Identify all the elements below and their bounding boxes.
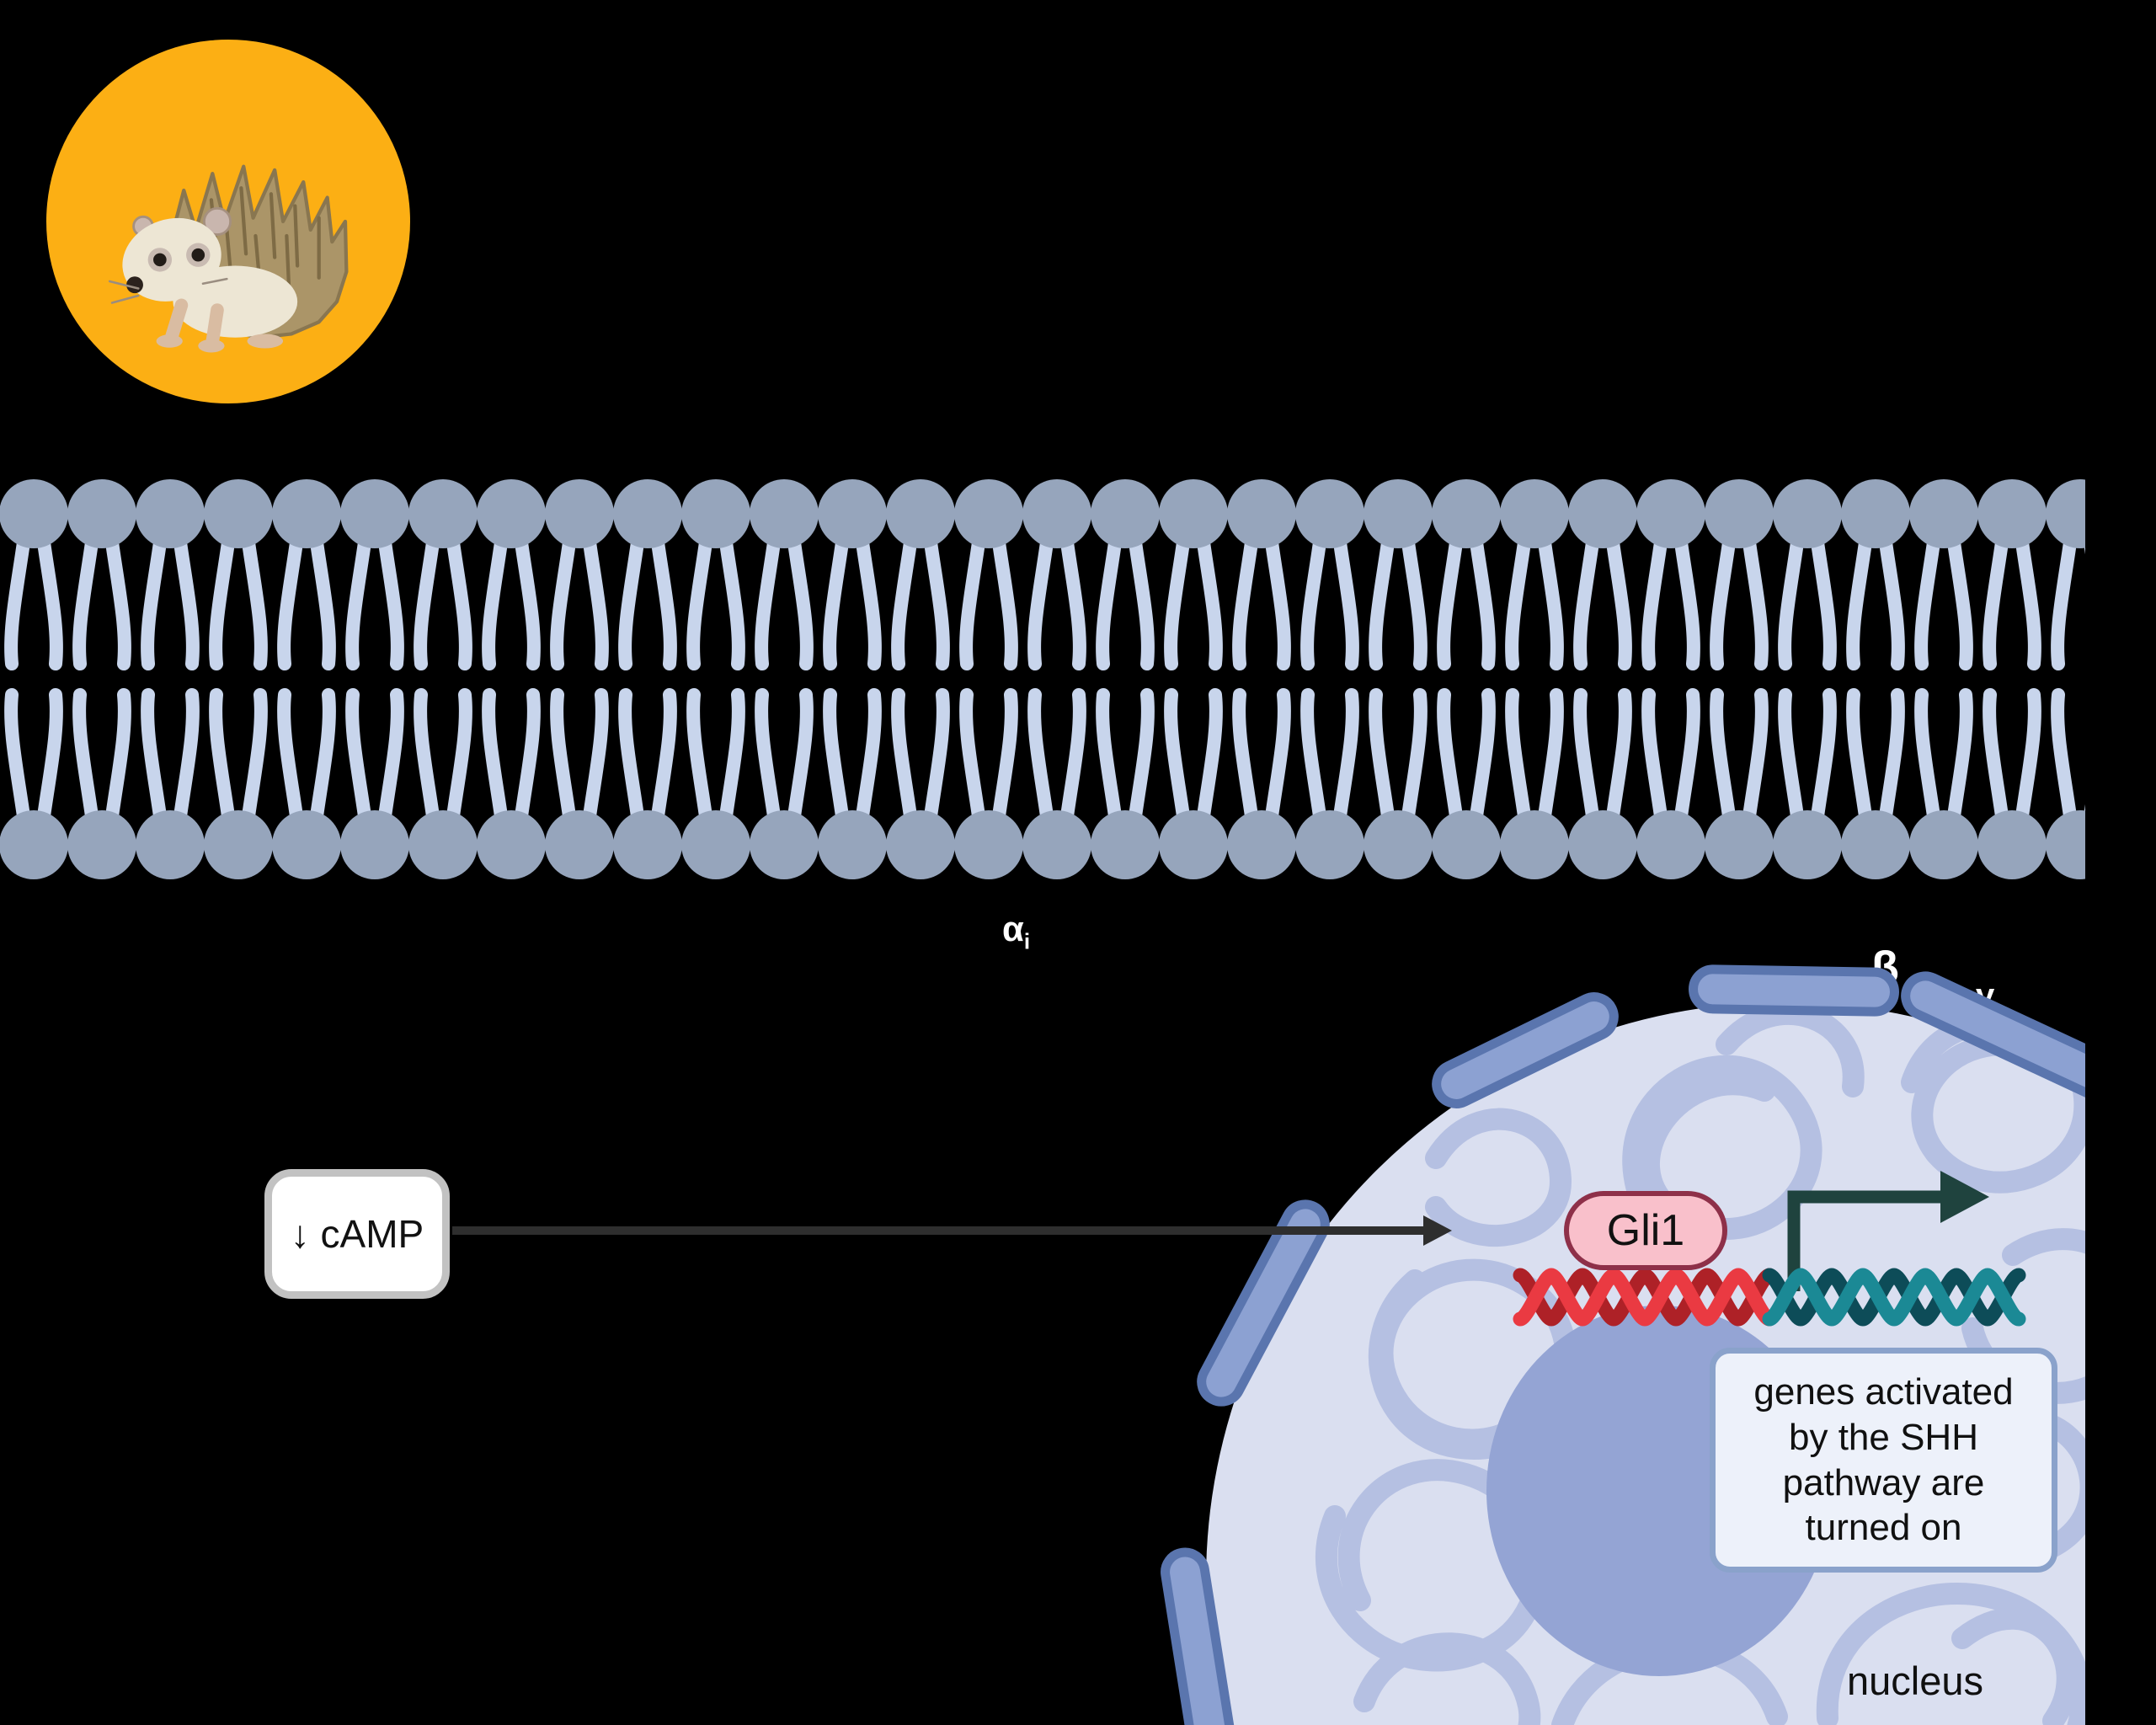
hedgehog-icon (46, 40, 410, 403)
g-alpha-i-label: αi (1002, 909, 1031, 954)
nuclear-envelope-segment (1688, 964, 1900, 1017)
callout-line: genes activated (1753, 1371, 2014, 1413)
callout-line: pathway are (1782, 1461, 1985, 1503)
alpha-subscript: i (1023, 928, 1031, 954)
camp-decrease-box: ↓ cAMP (264, 1169, 450, 1299)
nucleus-label: nucleus (1847, 1658, 1983, 1703)
dna-double-helix (1513, 1268, 2026, 1327)
camp-to-gli1-arrow-line (452, 1226, 1425, 1235)
genes-activated-callout: genes activated by the SHH pathway are t… (1710, 1348, 2057, 1573)
camp-to-gli1-arrowhead (1423, 1215, 1452, 1246)
hedgehog-badge (45, 39, 411, 404)
alpha-glyph: α (1002, 909, 1024, 948)
dna-promoter-strand-bright (1513, 1268, 1777, 1327)
dna-gene-strand-dark (1762, 1268, 2026, 1327)
dna-gene-strand-bright (1762, 1268, 2026, 1327)
callout-line: by the SHH (1789, 1416, 1978, 1458)
nucleus-contents (1315, 1007, 2085, 1725)
hedgehog-illustration (108, 164, 349, 353)
diagram-canvas: αi β γ (0, 0, 2085, 1725)
callout-line: turned on (1805, 1507, 1962, 1549)
dna-promoter-strand-dark (1513, 1268, 1777, 1327)
gli1-protein: Gli1 (1564, 1191, 1727, 1270)
transcription-start-arrow (1787, 1171, 1989, 1291)
